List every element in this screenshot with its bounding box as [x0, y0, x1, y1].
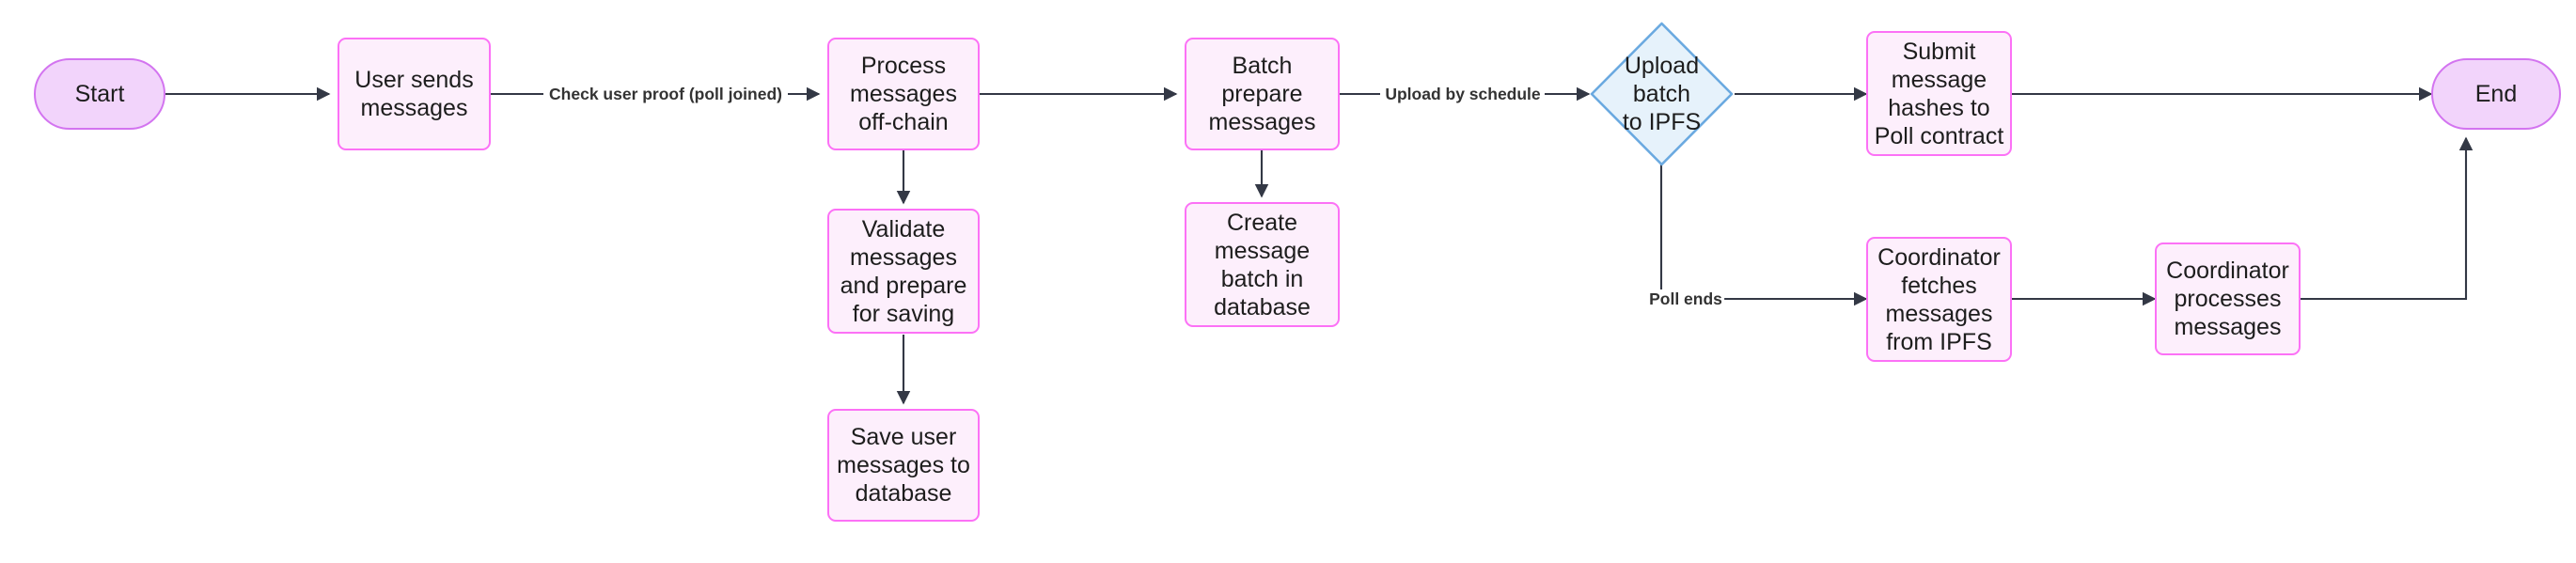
- node-create-message-batch[interactable]: Create message batch in database: [1185, 202, 1340, 327]
- node-process-messages-off-chain-label: Process messages off-chain: [850, 53, 957, 135]
- node-coordinator-fetches-messages-label: Coordinator fetches messages from IPFS: [1877, 243, 2001, 355]
- node-end-label: End: [2474, 81, 2518, 107]
- node-validate-messages-label: Validate messages and prepare for saving: [840, 215, 967, 327]
- edge-label-upload-by-schedule: Upload by schedule: [1383, 85, 1543, 103]
- diamond-shape-icon: [1590, 22, 1734, 166]
- node-user-sends-messages[interactable]: User sends messages: [338, 38, 491, 150]
- node-save-user-messages-label: Save user messages to database: [837, 424, 970, 507]
- node-submit-message-hashes-label: Submit message hashes to Poll contract: [1874, 38, 2004, 149]
- node-create-message-batch-label: Create message batch in database: [1214, 209, 1311, 321]
- node-start[interactable]: Start: [34, 58, 165, 130]
- node-save-user-messages[interactable]: Save user messages to database: [827, 409, 980, 522]
- node-end[interactable]: End: [2431, 58, 2561, 130]
- node-validate-messages[interactable]: Validate messages and prepare for saving: [827, 209, 980, 334]
- node-submit-message-hashes[interactable]: Submit message hashes to Poll contract: [1866, 31, 2012, 156]
- node-coordinator-fetches-messages[interactable]: Coordinator fetches messages from IPFS: [1866, 237, 2012, 362]
- node-process-messages-off-chain[interactable]: Process messages off-chain: [827, 38, 980, 150]
- node-coordinator-processes-messages[interactable]: Coordinator processes messages: [2155, 242, 2301, 355]
- edge-coord-processes-to-end: [2301, 136, 2474, 301]
- node-coordinator-processes-messages-label: Coordinator processes messages: [2166, 258, 2289, 340]
- node-batch-prepare-messages-label: Batch prepare messages: [1208, 53, 1316, 135]
- node-start-label: Start: [74, 81, 125, 107]
- edge-label-poll-ends: Poll ends: [1647, 289, 1724, 308]
- node-batch-prepare-messages[interactable]: Batch prepare messages: [1185, 38, 1340, 150]
- node-user-sends-messages-label: User sends messages: [354, 67, 474, 121]
- node-upload-batch-to-ipfs-label: Upload batch to IPFS: [1622, 53, 1702, 135]
- edge-label-check-user-proof: Check user proof (poll joined): [547, 85, 784, 103]
- node-upload-batch-to-ipfs[interactable]: Upload batch to IPFS: [1589, 21, 1735, 167]
